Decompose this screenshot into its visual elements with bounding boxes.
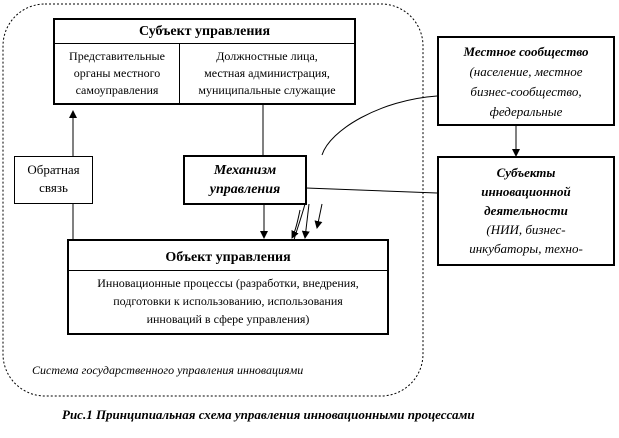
community-object-arrow — [291, 209, 301, 239]
feedback-box: Обратная связь — [14, 156, 93, 204]
feedback-line-1: Обратная — [27, 162, 80, 177]
community-influence-curve — [293, 95, 438, 241]
subject-left-line-1: Представительные — [69, 49, 165, 63]
mechanism-line-1: Механизм — [213, 163, 277, 178]
mechanism-object-arrow-2 — [301, 203, 310, 239]
community-text-line-2: бизнес-сообщество, — [470, 84, 582, 99]
subject-divider-v — [179, 43, 180, 103]
object-text-line-3: инноваций в сфере управления) — [146, 312, 310, 326]
object-text-line-2: подготовки к использованию, использовани… — [113, 294, 343, 308]
innovators-title-line-2: инновационной — [481, 184, 571, 199]
innovators-title-line-1: Субъекты — [496, 165, 556, 180]
community-text-line-3: федеральные — [489, 104, 563, 119]
object-description: Инновационные процессы (разработки, внед… — [69, 274, 387, 328]
mechanism-innovators-link — [305, 187, 438, 194]
community-text-line-1: (население, местное — [469, 64, 583, 79]
innovators-text-line-1: (НИИ, бизнес- — [486, 222, 566, 237]
object-divider — [69, 270, 387, 271]
object-text-line-1: Инновационные процессы (разработки, внед… — [97, 276, 359, 290]
subject-officials: Должностные лица, местная администрация,… — [180, 48, 354, 99]
innovators-text-line-2: инкубаторы, техно- — [469, 241, 583, 256]
subject-title: Субъект управления — [138, 24, 271, 39]
subject-right-line-3: муниципальные служащие — [198, 83, 336, 97]
subject-right-line-1: Должностные лица, — [216, 49, 318, 63]
figure-caption: Рис.1 Принципиальная схема управления ин… — [62, 407, 475, 422]
community-title: Местное сообщество — [463, 44, 589, 59]
community-box: Местное сообщество (население, местное б… — [437, 36, 615, 126]
subject-divider-h — [55, 43, 354, 44]
subject-representative-bodies: Представительные органы местного самоупр… — [55, 48, 179, 99]
subject-left-line-3: самоуправления — [75, 83, 159, 97]
system-label: Система государственного управления инно… — [32, 363, 304, 377]
subject-right-line-2: местная администрация, — [204, 66, 330, 80]
feedback-line-2: связь — [39, 180, 68, 195]
subject-box: Субъект управления Представительные орга… — [53, 18, 356, 105]
object-title: Объект управления — [165, 250, 291, 265]
mechanism-line-2: управления — [209, 182, 281, 197]
object-box: Объект управления Инновационные процессы… — [67, 239, 389, 335]
system-boundary — [2, 3, 424, 397]
mechanism-object-arrow-3 — [314, 203, 323, 229]
subject-left-line-2: органы местного — [73, 66, 161, 80]
mechanism-box: Механизм управления — [183, 155, 307, 205]
innovators-title-line-3: деятельности — [484, 203, 568, 218]
innovators-box: Субъекты инновационной деятельности (НИИ… — [437, 156, 615, 266]
